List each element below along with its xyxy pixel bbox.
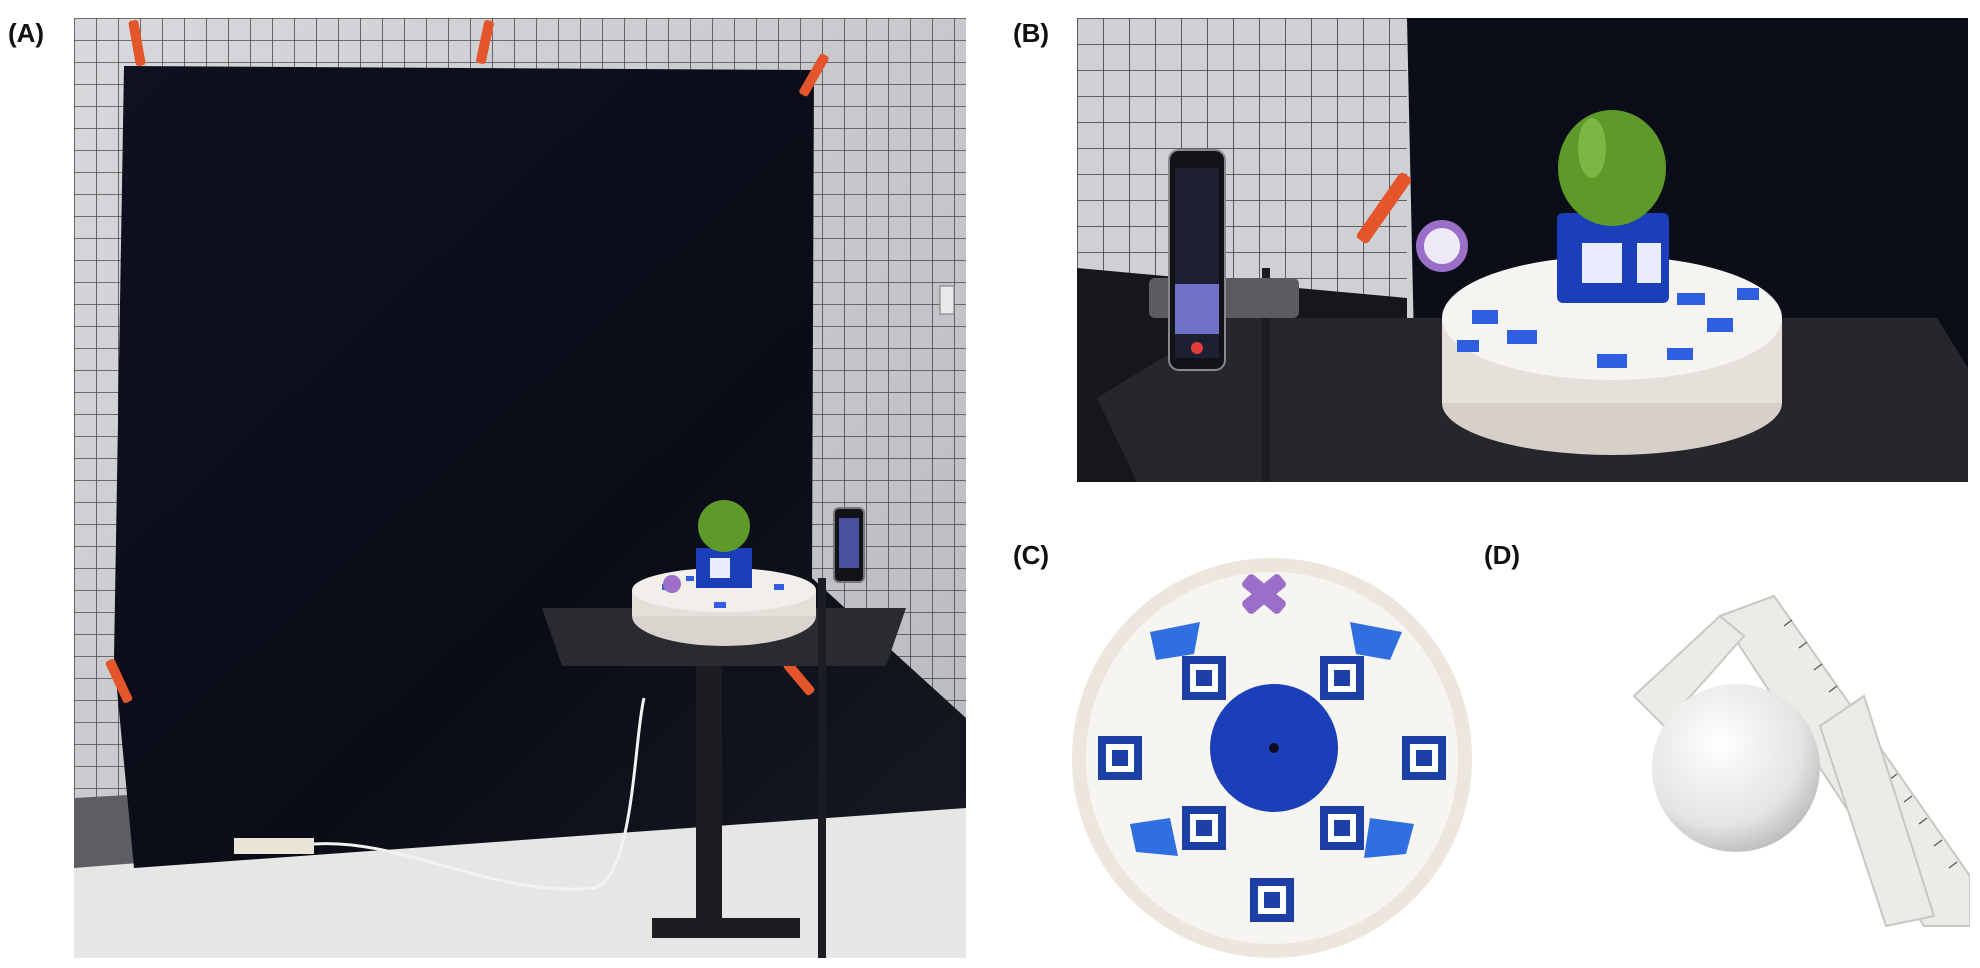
center-hole — [1269, 743, 1279, 753]
phone-screen — [839, 518, 859, 568]
panel-d-photo — [1624, 576, 1970, 938]
mount-marker — [710, 558, 730, 578]
purple-ball — [1416, 220, 1468, 272]
black-backdrop — [114, 66, 966, 868]
clamp-icon — [1356, 172, 1412, 244]
panel-c-photo — [1070, 556, 1474, 960]
panel-a-photo — [74, 18, 966, 958]
capture-setup-illustration — [74, 18, 966, 958]
white-sphere — [1652, 684, 1820, 852]
phone-tripod — [1262, 268, 1270, 482]
phone-preview — [1175, 284, 1219, 334]
power-strip — [234, 838, 314, 854]
caliper-fixed-jaw — [1632, 614, 1746, 728]
turntable-top-view-illustration — [1070, 556, 1474, 960]
table-base — [652, 918, 800, 938]
panel-label-d: (D) — [1484, 540, 1521, 570]
panel-b-photo — [1077, 18, 1968, 482]
tape-strip-icons — [1130, 622, 1414, 858]
record-button-icon — [1191, 342, 1203, 354]
panel-label-c: (C) — [1013, 540, 1050, 570]
panel-label-b: (B) — [1013, 18, 1050, 48]
mount-marker-side — [1637, 243, 1661, 283]
clamp-icons — [105, 19, 829, 703]
caliper-sliding-jaw — [1818, 694, 1936, 928]
green-pepper — [698, 500, 750, 552]
sphere-caliper-illustration — [1624, 576, 1970, 938]
turntable-closeup-illustration — [1077, 18, 1968, 482]
power-cable — [313, 697, 646, 891]
purple-ball — [663, 575, 681, 593]
turntable-top — [1442, 256, 1782, 380]
purple-cross-icon — [1242, 574, 1286, 614]
aruco-marker-icons — [1457, 288, 1759, 368]
panel-label-a: (A) — [8, 18, 45, 48]
phone-tripod — [818, 578, 826, 958]
green-pepper — [1558, 110, 1666, 226]
mount-marker — [1582, 243, 1622, 283]
aruco-marker-icons — [1098, 656, 1446, 922]
wall-switch — [939, 285, 955, 315]
pepper-highlight — [1578, 118, 1606, 178]
table-leg — [696, 666, 722, 936]
